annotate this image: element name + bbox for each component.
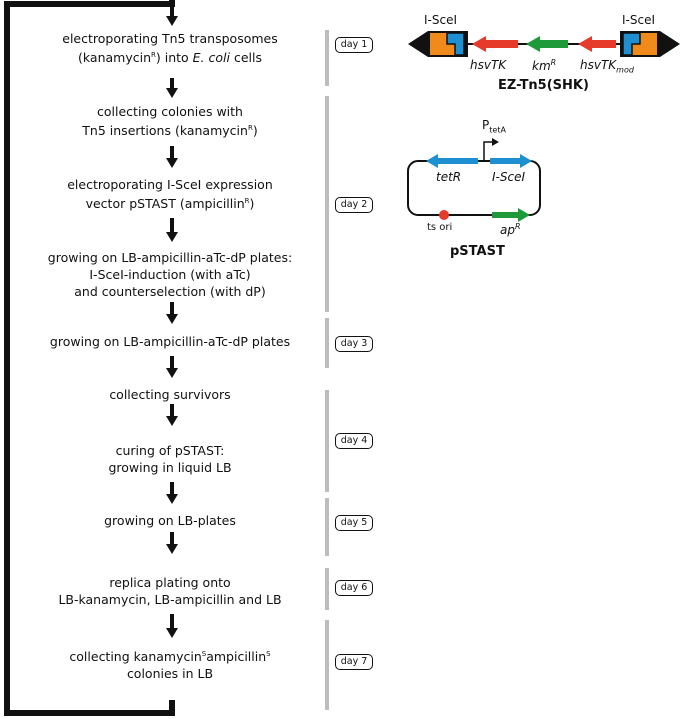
step-2: collecting colonies with Tn5 insertions …	[82, 104, 258, 139]
day-label-6: day 6	[335, 580, 373, 596]
tn5-construct-name: EZ-Tn5(SHK)	[498, 78, 589, 93]
step-8: growing on LB-plates	[104, 513, 236, 528]
day-bar-7	[325, 620, 329, 710]
step-1: electroporating Tn5 transposomes (kanamy…	[62, 31, 278, 66]
gene-ap-arrow	[492, 208, 530, 222]
arrow-2	[166, 146, 178, 168]
arrow-5	[166, 356, 178, 378]
gene-iscei-arrow	[490, 154, 532, 168]
promoter-arrow	[483, 141, 494, 161]
arrow-3	[166, 218, 178, 242]
tn5-gene1-label: hsvTK	[470, 58, 507, 72]
arrow-8	[166, 532, 178, 554]
gene-hsvtk-arrow	[472, 36, 518, 52]
arrow-9	[166, 614, 178, 638]
step-10: collecting kanamycinSampicillinS colonie…	[69, 649, 271, 682]
step-6: collecting survivors	[109, 387, 231, 402]
step-4: growing on LB-ampicillin-aTc-dP plates: …	[47, 250, 293, 299]
step-5: growing on LB-ampicillin-aTc-dP plates	[49, 334, 291, 349]
arrow-6	[166, 404, 178, 426]
day-bar-1	[325, 30, 329, 86]
tn5-construct	[408, 31, 680, 57]
day-bar-4	[325, 390, 329, 492]
promoter-label: PtetA	[482, 118, 506, 135]
day-bar-2	[325, 96, 329, 312]
plasmid-name: pSTAST	[450, 244, 505, 259]
day-label-3: day 3	[335, 336, 373, 352]
iscei-label: I-SceI	[492, 170, 526, 184]
ts-ori-dot	[439, 210, 449, 220]
tn5-site-left-label: I-SceI	[424, 13, 458, 27]
arrow-1	[166, 78, 178, 98]
gene-tetr-arrow	[426, 154, 478, 168]
step-7: curing of pSTAST: growing in liquid LB	[108, 443, 232, 475]
iscei-site-left	[408, 31, 468, 57]
gene-hsvtkmod-arrow	[578, 36, 616, 52]
gene-km-arrow	[526, 36, 568, 52]
ap-label: apR	[500, 222, 521, 237]
tn5-gene2-label: kmR	[532, 58, 557, 73]
day-label-1: day 1	[335, 37, 373, 53]
ts-ori-label: ts ori	[427, 222, 453, 233]
iscei-site-right	[620, 31, 680, 57]
day-label-5: day 5	[335, 515, 373, 531]
day-label-7: day 7	[335, 654, 373, 670]
arrow-4	[166, 302, 178, 324]
flow-arrows	[166, 2, 178, 638]
tn5-site-right-label: I-SceI	[622, 13, 656, 27]
day-label-2: day 2	[335, 197, 373, 213]
day-bar-5	[325, 498, 329, 556]
arrow-7	[166, 482, 178, 504]
day-bar-6	[325, 568, 329, 610]
tetr-label: tetR	[436, 170, 462, 184]
day-bar-3	[325, 318, 329, 368]
pstast-plasmid	[407, 138, 541, 222]
day-label-4: day 4	[335, 433, 373, 449]
step-9: replica plating onto LB-kanamycin, LB-am…	[58, 575, 282, 607]
arrow-entry	[166, 2, 178, 26]
day-bars	[325, 30, 329, 710]
tn5-gene3-label: hsvTKmod	[580, 58, 634, 75]
step-3: electroporating I-SceI expression vector…	[67, 177, 273, 212]
